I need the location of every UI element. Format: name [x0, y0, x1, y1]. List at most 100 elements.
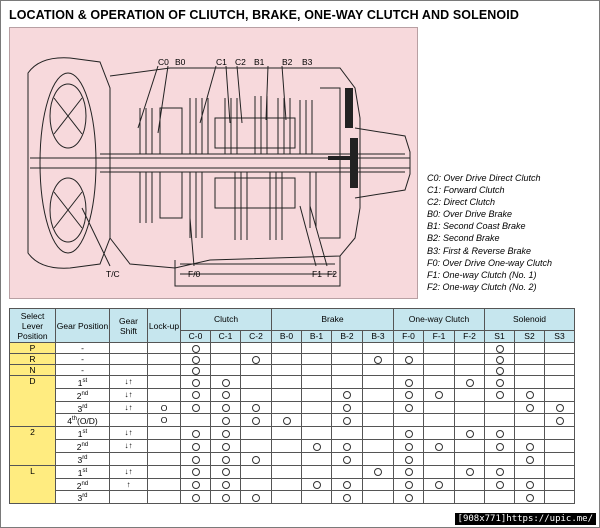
operation-cell-s1: [484, 353, 515, 365]
operation-cell-s1: [484, 451, 515, 466]
label-c2: C2: [235, 57, 246, 67]
label-c0: C0: [158, 57, 169, 67]
engaged-mark: [221, 468, 230, 477]
operation-cell-b-0: [271, 342, 302, 354]
gear-position-cell: 1st: [55, 426, 110, 441]
engaged-mark: [221, 378, 230, 387]
operation-cell-f-2: [454, 413, 485, 428]
engaged-mark: [404, 442, 413, 451]
label-b1: B1: [254, 57, 265, 67]
engaged-mark: [495, 468, 504, 477]
engaged-mark: [525, 404, 534, 413]
operation-cell-f-1: [423, 426, 455, 441]
engaged-mark: [435, 481, 443, 490]
lock-up-cell: [147, 387, 181, 402]
operation-cell-s2: [514, 375, 545, 389]
engaged-mark: [495, 391, 504, 400]
operation-cell-c-2: [240, 342, 272, 354]
operation-cell-c-2: [240, 364, 272, 376]
lock-up-cell: [147, 353, 181, 365]
operation-cell-s1: [484, 490, 515, 505]
operation-cell-b-2: [331, 353, 363, 365]
legend-item: B1: Second Coast Brake: [427, 221, 526, 232]
gear-ordinal: nd: [81, 480, 89, 487]
operation-cell-f-1: [423, 451, 455, 466]
operation-cell-b-1: [301, 364, 332, 376]
subheader-b-0: B-0: [271, 330, 302, 343]
operation-cell-c-2: [240, 413, 272, 428]
operation-cell-b-3: [362, 364, 394, 376]
gear-shift-cell: ↓↑: [109, 387, 148, 402]
operation-cell-b-3: [362, 451, 394, 466]
operation-cell-b-3: [362, 426, 394, 441]
legend-item: C1: Forward Clutch: [427, 185, 505, 196]
subheader-b-1: B-1: [301, 330, 332, 343]
engaged-mark: [465, 378, 474, 387]
gear-position-cell: 3rd: [55, 451, 110, 466]
gear-number: 3: [77, 493, 83, 504]
operation-cell-s2: [514, 439, 545, 453]
header-brake: Brake: [271, 308, 394, 331]
gear-number: 1: [77, 429, 83, 440]
lock-up-cell: [147, 364, 181, 376]
operation-cell-c-2: [240, 439, 272, 453]
operation-cell-f-0: [393, 426, 424, 441]
gear-shift-cell: [109, 413, 148, 428]
operation-cell-f-2: [454, 375, 485, 389]
engaged-mark: [221, 481, 230, 490]
operation-cell-s1: [484, 342, 515, 354]
component-legend: C0: Over Drive Direct Clutch C1: Forward…: [427, 172, 552, 293]
legend-item: B0: Over Drive Brake: [427, 209, 513, 220]
operation-cell-c-2: [240, 490, 272, 505]
operation-cell-b-2: [331, 451, 363, 466]
operation-cell-s3: [544, 375, 575, 389]
operation-cell-c-1: [210, 364, 241, 376]
gear-shift-cell: [109, 451, 148, 466]
table-row: 2nd↓↑: [10, 387, 575, 402]
operation-cell-c-2: [240, 464, 272, 479]
table-row: 2nd↓↑: [10, 439, 575, 453]
operation-cell-s1: [484, 364, 515, 376]
subheader-s3: S3: [544, 330, 575, 343]
engaged-mark: [404, 455, 413, 464]
operation-cell-s1: [484, 375, 515, 389]
operation-cell-c-2: [240, 426, 272, 441]
subheader-f-0: F-0: [393, 330, 424, 343]
legend-item: B3: First & Reverse Brake: [427, 245, 532, 256]
table-row: 3rd: [10, 490, 575, 505]
operation-cell-b-1: [301, 426, 332, 441]
gear-shift-cell: ↑: [109, 477, 148, 492]
engaged-mark: [404, 378, 413, 387]
engaged-mark: [404, 468, 413, 477]
label-f2: F2: [327, 269, 337, 279]
engaged-mark: [404, 355, 413, 364]
gear-number: 1: [77, 377, 83, 388]
legend-item: C0: Over Drive Direct Clutch: [427, 173, 541, 183]
operation-cell-b-0: [271, 490, 302, 505]
operation-cell-s2: [514, 400, 545, 415]
engaged-mark: [221, 391, 230, 400]
gear-ordinal: st: [82, 429, 88, 436]
engaged-mark: [191, 355, 200, 364]
engaged-mark: [221, 404, 230, 413]
engaged-mark: [252, 494, 260, 503]
gear-shift-cell: [109, 364, 148, 376]
label-b0: B0: [175, 57, 186, 67]
operation-cell-c-0: [180, 364, 211, 376]
engaged-mark: [312, 442, 321, 451]
operation-cell-f-1: [423, 342, 455, 354]
operation-cell-c-1: [210, 490, 241, 505]
gear-position-cell: 2nd: [55, 387, 110, 402]
gear-position-cell: 1st: [55, 375, 110, 389]
engaged-mark: [435, 391, 443, 400]
operation-cell-c-0: [180, 387, 211, 402]
gear-number: 3: [77, 454, 83, 465]
engaged-mark: [343, 442, 351, 451]
operation-cell-f-0: [393, 477, 424, 492]
engaged-mark: [555, 404, 564, 413]
header-solenoid: Solenoid: [484, 308, 575, 331]
operation-cell-b-2: [331, 400, 363, 415]
operation-cell-b-1: [301, 464, 332, 479]
